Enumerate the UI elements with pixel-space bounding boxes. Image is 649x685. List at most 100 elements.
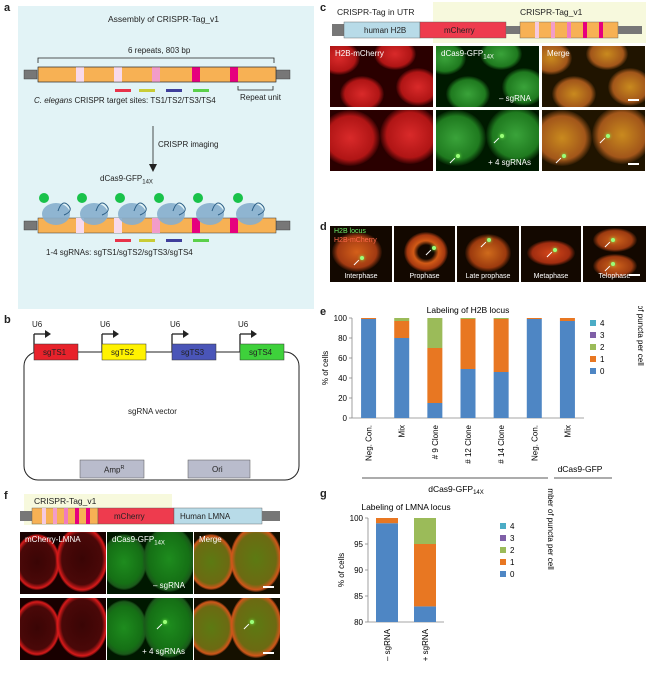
chart-g-legend-label-1: 1 bbox=[510, 558, 515, 567]
gfp-marker-5 bbox=[193, 193, 203, 203]
amp-sup: R bbox=[120, 465, 125, 471]
col2-sub: 14X bbox=[154, 540, 165, 547]
panel-f-image-r2-c2: + 4 sgRNAs bbox=[107, 598, 193, 660]
col2-sub: 14X bbox=[483, 54, 494, 61]
panel-c-construct bbox=[332, 21, 642, 39]
panel-f-construct bbox=[20, 507, 280, 525]
panel-d-phase-label-5: Telophase bbox=[598, 273, 631, 280]
panel-c-image-r1-c1-cell-3 bbox=[340, 76, 384, 107]
panel-c-image-r1-c3-cell-3 bbox=[552, 76, 596, 107]
chart-e-bar-3-s0 bbox=[460, 369, 476, 418]
chart-e-xtick-label-4: # 14 Clone bbox=[497, 424, 506, 463]
dcas9-protein-6 bbox=[236, 203, 264, 225]
panel-e-label: e bbox=[320, 306, 327, 318]
panel-d-image-5-cell-1 bbox=[593, 228, 637, 252]
sgrna-loop-1 bbox=[57, 202, 71, 216]
panel-f-mcherry-label: mCherry bbox=[114, 512, 145, 521]
chart-e-legend-swatch-1 bbox=[590, 356, 596, 362]
panel-f-image-r2-c2-cell-2 bbox=[143, 598, 193, 658]
panel-f-image-r1-c1-cell-2 bbox=[56, 532, 106, 592]
panel-b-vector-diagram bbox=[23, 330, 300, 481]
chart-e-bar-6-s1 bbox=[559, 318, 575, 321]
panel-f-label: f bbox=[4, 490, 8, 502]
chart-g-bar-1-s0 bbox=[414, 606, 436, 622]
panel-a-label: a bbox=[4, 2, 11, 14]
sgrna-box-1 bbox=[33, 343, 79, 361]
panel-c-image-r2-c1-cell-2 bbox=[380, 110, 433, 164]
chart-e-bar-6-s0 bbox=[559, 321, 575, 418]
chart-e-legend-title: Number of puncta per cell bbox=[636, 306, 645, 366]
panel-f-image-r1-c1: mCherry-LMNA bbox=[20, 532, 106, 594]
sgrna-label-1: sgTS1 bbox=[43, 348, 67, 357]
panel-c-image-r1-c2-cell-3 bbox=[446, 76, 490, 107]
chart-e-legend-label-0: 0 bbox=[600, 367, 605, 376]
chart-g-bar-1-s1 bbox=[414, 544, 436, 607]
panel-c-image-r1-c3-cell-4 bbox=[608, 68, 645, 106]
panel-c-h2b-label: human H2B bbox=[364, 26, 407, 35]
panel-c-image-r2-c2-cell-1 bbox=[436, 110, 486, 166]
gfp-marker-2 bbox=[77, 193, 87, 203]
sgrna-loop-3 bbox=[133, 202, 147, 216]
sgrna-box-3 bbox=[171, 343, 217, 361]
panel-c-image-r1-c2-cell-4 bbox=[502, 68, 539, 106]
chart-e-ytick-label-5: 100 bbox=[334, 314, 348, 323]
chart-e-legend-label-2: 2 bbox=[600, 343, 605, 352]
panel-c-col2-label: dCas9-GFP14X bbox=[441, 49, 494, 61]
chart-e-xtick-label-5: Neg. Con. bbox=[530, 425, 539, 461]
panel-d-image-3-spot-1 bbox=[487, 238, 491, 242]
chart-g-title: Labeling of LMNA locus bbox=[361, 502, 450, 512]
panel-f-image-r2-c1-cell-2 bbox=[56, 598, 106, 658]
dcas9-protein-4 bbox=[157, 203, 185, 225]
panel-f-image-r1-c3: Merge bbox=[194, 532, 280, 594]
chart-e-xtick-label-2: # 9 Clone bbox=[431, 424, 440, 459]
sgrna-loop-5 bbox=[211, 202, 225, 216]
chart-g-legend-label-2: 2 bbox=[510, 546, 515, 555]
panel-c-label: c bbox=[320, 2, 327, 14]
panel-c-mcherry-label: mCherry bbox=[444, 26, 475, 35]
panel-c-image-r2-c3-spot-1 bbox=[606, 134, 610, 138]
chart-g-bar-0-s0 bbox=[376, 523, 398, 622]
chart-e-legend-label-1: 1 bbox=[600, 355, 605, 364]
dcas9-protein-2 bbox=[80, 203, 108, 225]
chart-e-title: Labeling of H2B locus bbox=[427, 306, 510, 315]
panel-f-image-r2-c3-spot-1 bbox=[250, 620, 254, 624]
chart-e-legend-label-3: 3 bbox=[600, 331, 605, 340]
chart-e-bar-0-s0 bbox=[361, 319, 377, 418]
panel-f-lmna-label: Human LMNA bbox=[180, 512, 231, 521]
panel-d-image-5: Telophase bbox=[583, 226, 646, 282]
chart-g-ytick-label-2: 90 bbox=[354, 566, 363, 575]
panel-a-title: Assembly of CRISPR-Tag_v1 bbox=[108, 14, 220, 24]
panel-a-background bbox=[18, 6, 314, 309]
panel-c-image-r2-c3-cell-1 bbox=[542, 110, 592, 166]
panel-c-scalebar-2 bbox=[628, 163, 639, 165]
chart-e-bar-4-s0 bbox=[493, 372, 509, 418]
chart-e-bar-2-s1 bbox=[427, 348, 443, 403]
col2-base: dCas9-GFP bbox=[112, 535, 155, 544]
promoter-label-2: U6 bbox=[100, 320, 111, 329]
panel-f-image-r2-c1-cell-1 bbox=[20, 600, 60, 656]
panel-f-scalebar-2 bbox=[263, 652, 274, 654]
target-sites-text: CRISPR target sites: TS1/TS2/TS3/TS4 bbox=[72, 96, 216, 105]
panel-c-image-r2-c2: + 4 sgRNAs bbox=[436, 110, 539, 171]
panel-f-tag-label: CRISPR-Tag_v1 bbox=[34, 496, 97, 506]
panel-f-image-r1-c3-cell-1 bbox=[194, 534, 234, 590]
chart-e-legend-label-4: 4 bbox=[600, 319, 605, 328]
promoter-arrow-4 bbox=[251, 330, 257, 338]
chart-e-ytick-label-3: 60 bbox=[338, 354, 347, 363]
panel-f-col3-label: Merge bbox=[199, 535, 222, 544]
chart-g-legend-swatch-4 bbox=[500, 523, 506, 529]
chart-e-xtick-label-0: Neg. Con. bbox=[365, 425, 374, 461]
chart-e-ytick-label-4: 80 bbox=[338, 334, 347, 343]
chart-g-ytick-label-4: 100 bbox=[350, 514, 364, 523]
panel-b-vector-label: sgRNA vector bbox=[128, 407, 177, 416]
panel-c-image-r2-c3 bbox=[542, 110, 645, 171]
gfp-marker-6 bbox=[233, 193, 243, 203]
dcas9-sub: 14X bbox=[142, 179, 153, 186]
chart-e-xtick-label-6: Mix bbox=[563, 425, 572, 437]
sgrna-label-2: sgTS2 bbox=[111, 348, 135, 357]
panel-f-image-r1-c3-cell-2 bbox=[230, 532, 280, 592]
panel-c-image-r2-c2-cell-2 bbox=[486, 110, 539, 164]
chart-g-bar-0-s1 bbox=[376, 518, 398, 524]
chart-e-ylabel: % of cells bbox=[322, 351, 330, 385]
